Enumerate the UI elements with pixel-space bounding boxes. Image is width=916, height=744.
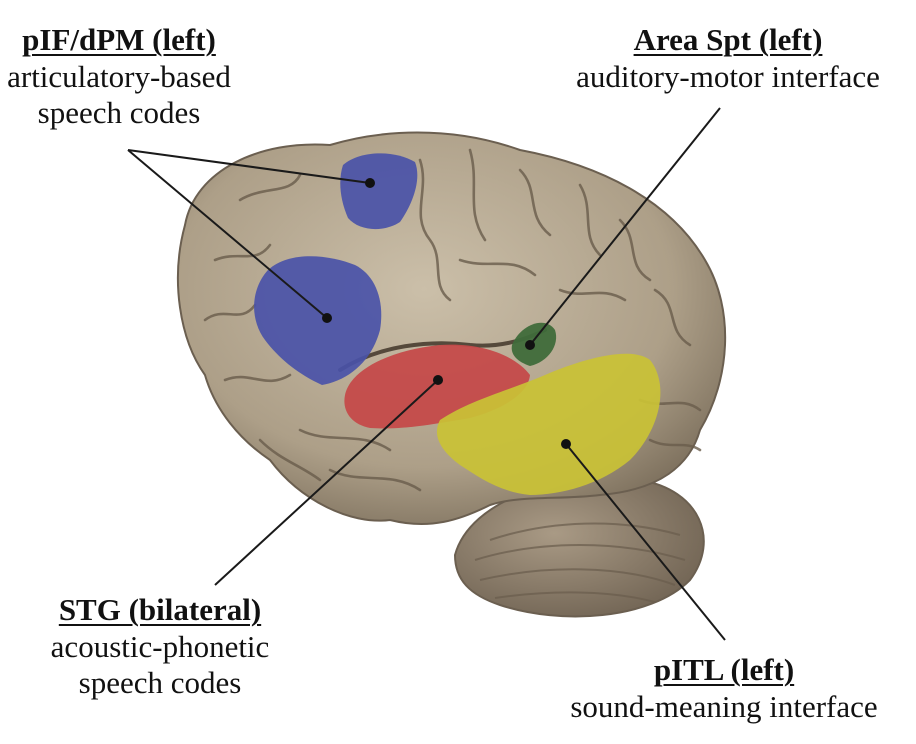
label-area-spt: Area Spt (left) auditory-motor interface [548,22,908,95]
label-pif-dpm-title: pIF/dPM (left) [22,22,216,57]
label-stg-title: STG (bilateral) [58,592,262,627]
label-area-spt-title: Area Spt (left) [633,22,823,57]
leader-pitl [565,443,726,641]
region-pif-ventral [254,256,382,385]
leader-pif-dorsal [127,149,371,184]
leader-lines [127,107,726,641]
label-pitl-desc: sound-meaning interface [570,688,878,724]
label-stg: STG (bilateral) acoustic-phonetic speech… [15,592,305,702]
region-pif-dorsal [340,153,418,230]
leader-pif-ventral [127,149,328,319]
leader-stg [214,379,439,586]
label-stg-desc-1: acoustic-phonetic [50,628,270,664]
label-pif-dpm: pIF/dPM (left) articulatory-based speech… [0,22,244,132]
label-pif-dpm-desc-2: speech codes [37,95,201,131]
label-area-spt-desc: auditory-motor interface [576,58,880,94]
label-pitl: pITL (left) sound-meaning interface [538,652,910,725]
cerebellum-folia [474,522,686,603]
label-stg-desc-2: speech codes [78,665,242,701]
leader-spt [529,107,721,346]
label-pif-dpm-desc-1: articulatory-based [7,58,231,94]
label-pitl-title: pITL (left) [653,652,795,687]
leader-dots [322,178,571,449]
region-pitl [436,353,661,495]
